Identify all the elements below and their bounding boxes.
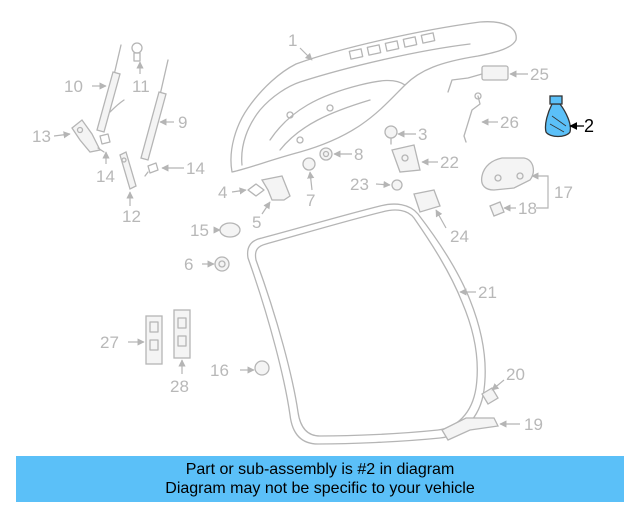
callout-5: 5 <box>252 213 261 232</box>
callout-22: 22 <box>440 153 459 172</box>
hinge-plate-2 <box>173 309 191 359</box>
switch <box>447 65 509 93</box>
gas-strut-left <box>96 44 125 133</box>
callout-10: 10 <box>64 77 83 96</box>
callout-28: 28 <box>170 377 189 396</box>
callout-26: 26 <box>500 113 519 132</box>
callout-2: 2 <box>584 116 594 136</box>
callout-7: 7 <box>306 191 315 210</box>
callout-24: 24 <box>450 227 469 246</box>
cap <box>219 222 241 238</box>
callout-16: 16 <box>210 361 229 380</box>
banner-line-2: Diagram may not be specific to your vehi… <box>165 480 475 497</box>
callout-20: 20 <box>506 365 525 384</box>
nut <box>391 179 403 191</box>
callout-25: 25 <box>530 65 549 84</box>
leader-lines <box>53 47 584 428</box>
grommet <box>319 147 333 161</box>
gas-strut-right <box>140 59 169 161</box>
latch <box>391 144 421 173</box>
callout-19: 19 <box>524 415 543 434</box>
hinge-bracket <box>71 119 101 153</box>
strut-mount <box>119 151 137 190</box>
screw <box>489 201 505 217</box>
callout-labels: 1 2 3 4 5 6 7 8 9 10 11 12 13 14 14 15 1… <box>32 31 594 434</box>
callout-3: 3 <box>418 125 427 144</box>
callout-12: 12 <box>122 207 141 226</box>
callout-9: 9 <box>178 113 187 132</box>
liftgate-panel <box>230 21 517 173</box>
callout-17: 17 <box>554 183 573 202</box>
highlighted-part-2 <box>544 95 572 138</box>
callout-6: 6 <box>184 255 193 274</box>
striker <box>413 189 441 213</box>
ball-stud <box>131 42 143 62</box>
hinge-plate <box>145 315 163 365</box>
bolt-left <box>97 133 111 153</box>
callout-21: 21 <box>478 283 497 302</box>
plug <box>254 360 270 376</box>
bolt-center <box>144 162 159 177</box>
callout-8: 8 <box>354 145 363 164</box>
callout-4: 4 <box>218 183 227 202</box>
push-pin <box>384 125 398 145</box>
bumper <box>214 256 230 272</box>
callout-23: 23 <box>350 175 369 194</box>
callout-27: 27 <box>100 333 119 352</box>
handle <box>480 157 535 191</box>
exploded-parts-diagram: 1 2 3 4 5 6 7 8 9 10 11 12 13 14 14 15 1… <box>32 21 594 445</box>
callout-14-right: 14 <box>186 159 205 178</box>
callout-11: 11 <box>132 77 150 96</box>
bumper-stop <box>302 157 316 171</box>
callout-18: 18 <box>518 199 537 218</box>
weatherstrip-seal <box>246 203 486 445</box>
bracket-19 <box>441 417 499 441</box>
banner-line-1: Part or sub-assembly is #2 in diagram <box>185 461 455 478</box>
callout-15: 15 <box>190 221 209 240</box>
callout-14-left: 14 <box>96 167 115 186</box>
bracket <box>260 175 291 201</box>
nut-20 <box>481 387 499 405</box>
info-banner: Part or sub-assembly is #2 in diagram Di… <box>16 456 624 502</box>
callout-1: 1 <box>288 31 297 50</box>
callout-13: 13 <box>32 127 51 146</box>
clip <box>247 183 265 197</box>
actuator-rod <box>463 92 482 143</box>
